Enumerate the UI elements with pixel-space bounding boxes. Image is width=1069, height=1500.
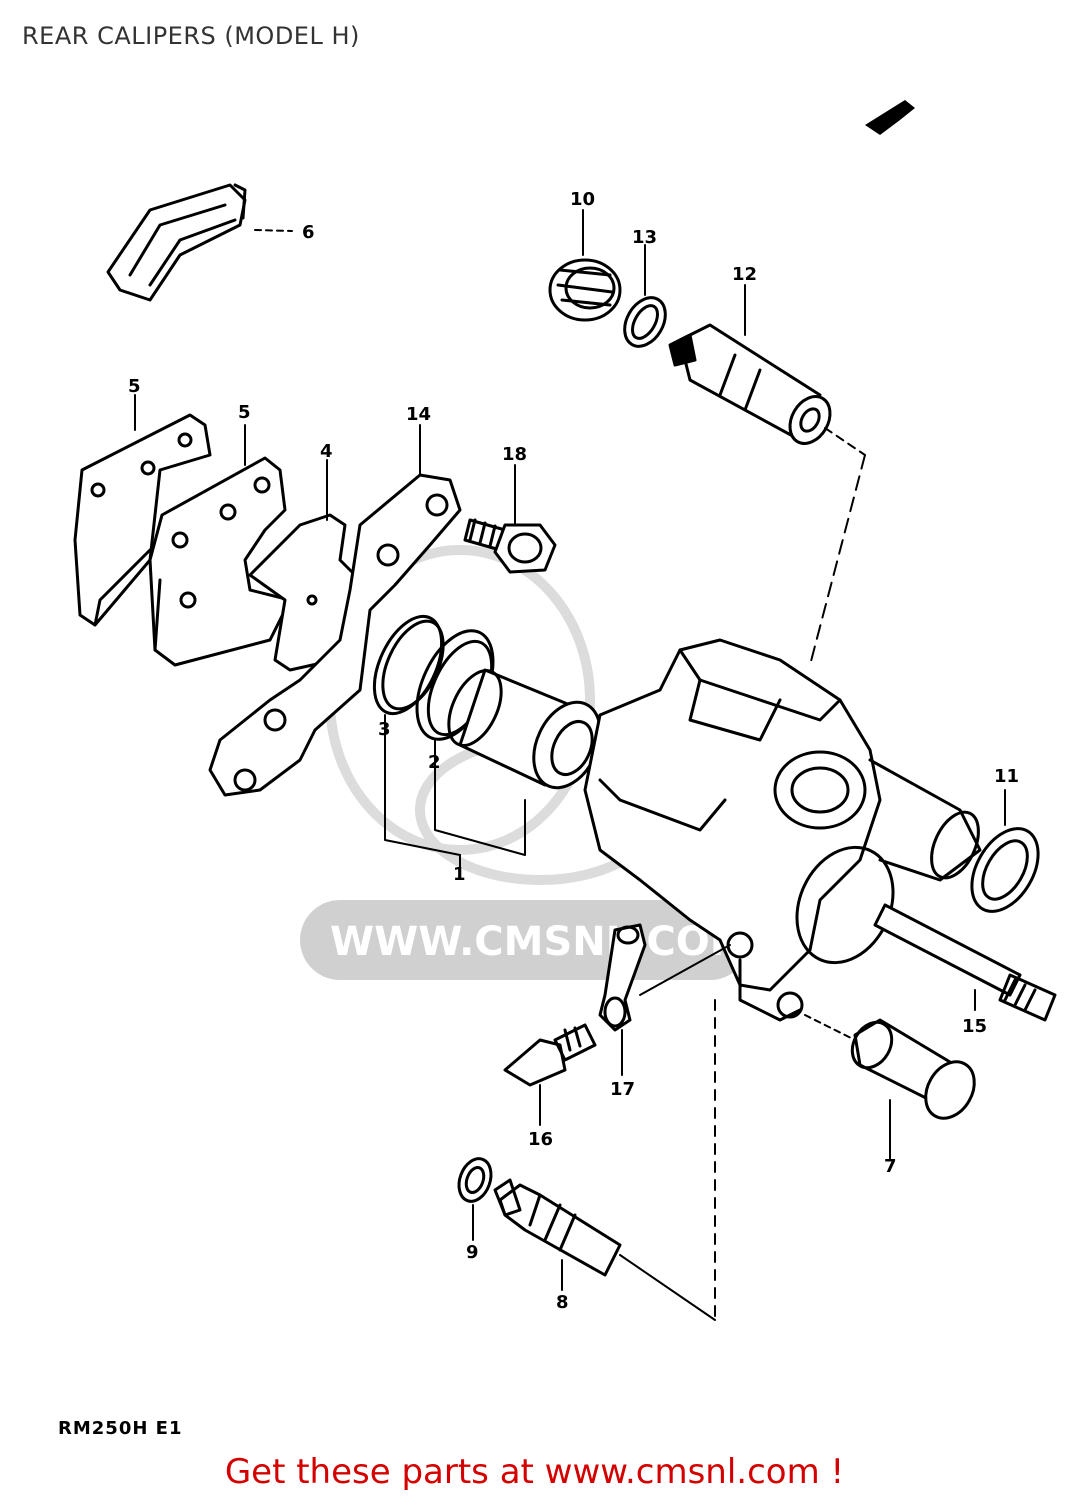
label-2: 2 [428, 752, 441, 773]
part-9-washer [457, 1157, 493, 1203]
label-5b: 5 [238, 402, 251, 423]
part-labels: 6 10 13 12 5 5 14 4 18 3 2 1 11 15 17 16… [128, 189, 1019, 1313]
part-6-pad-spring [106, 183, 293, 302]
piston [447, 668, 602, 790]
label-7: 7 [884, 1156, 897, 1177]
label-1: 1 [453, 864, 466, 885]
part-17-cap [598, 923, 731, 1032]
label-6: 6 [302, 222, 315, 243]
watermark-text: WWW.CMSNL.COM [330, 919, 750, 965]
corner-mark [865, 100, 915, 135]
label-8: 8 [556, 1292, 569, 1313]
part-14-caliper-bracket [208, 473, 462, 797]
part-10-boot-top [548, 258, 622, 322]
label-5a: 5 [128, 376, 141, 397]
label-9: 9 [466, 1242, 479, 1263]
footer-link-text[interactable]: Get these parts at www.cmsnl.com ! [224, 1452, 845, 1492]
label-14: 14 [406, 404, 431, 425]
diagram-code: RM250H E1 [58, 1418, 183, 1439]
label-17: 17 [610, 1079, 635, 1100]
label-16: 16 [528, 1129, 553, 1150]
part-18-bolt [463, 518, 557, 574]
label-11: 11 [994, 766, 1019, 787]
part-11-boot [970, 827, 1040, 913]
label-18: 18 [502, 444, 527, 465]
caliper-body [583, 638, 982, 1022]
label-12: 12 [732, 264, 757, 285]
page-title: REAR CALIPERS (MODEL H) [22, 22, 360, 50]
part-5-brake-pad-back [73, 413, 212, 627]
label-13: 13 [632, 227, 657, 248]
part-12-sleeve [668, 323, 832, 445]
part-16-bleeder [503, 1023, 597, 1087]
part-5-brake-pad-front [148, 456, 292, 667]
label-4: 4 [320, 441, 333, 462]
part-8-bolt [493, 1178, 622, 1277]
label-10: 10 [570, 189, 595, 210]
label-15: 15 [962, 1016, 987, 1037]
part-15-pin [873, 903, 1057, 1022]
label-3: 3 [378, 719, 391, 740]
part-13-ring [623, 296, 667, 348]
part-7-pin [804, 1014, 976, 1120]
